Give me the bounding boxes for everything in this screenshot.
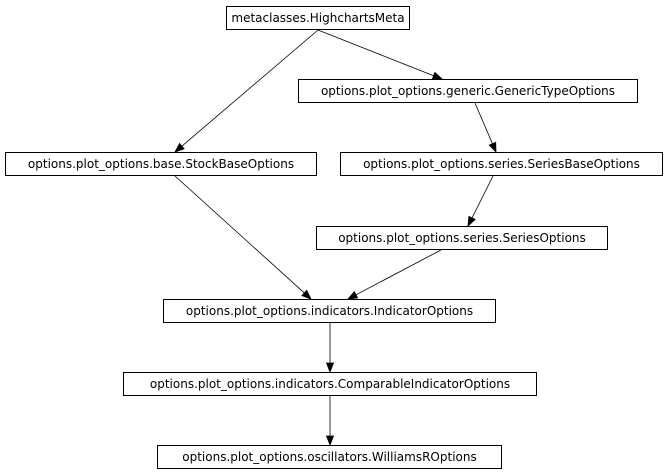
- arrowhead-williams-r-options: [325, 435, 335, 447]
- node-indicator-options: options.plot_options.indicators.Indicato…: [163, 299, 496, 323]
- node-highcharts-meta: metaclasses.HighchartsMeta: [226, 6, 410, 30]
- arrowhead-indicator-options: [347, 291, 359, 300]
- arrowhead-comparable-indicator-options: [325, 362, 335, 374]
- node-comparable-indicator-options: options.plot_options.indicators.Comparab…: [123, 372, 537, 396]
- node-series-base-options: options.plot_options.series.SeriesBaseOp…: [340, 152, 663, 176]
- edge-generic-type-options-to-series-base-options: [474, 102, 493, 144]
- node-generic-type-options: options.plot_options.generic.GenericType…: [298, 79, 638, 103]
- node-series-options: options.plot_options.series.SeriesOption…: [316, 226, 608, 250]
- edge-series-base-options-to-series-options: [471, 175, 494, 219]
- edge-highcharts-meta-to-generic-type-options: [317, 29, 434, 77]
- arrowhead-stock-base-options: [174, 142, 185, 153]
- edge-series-options-to-indicator-options: [355, 249, 442, 296]
- node-williams-r-options: options.plot_options.oscillators.William…: [157, 445, 502, 469]
- arrowhead-series-base-options: [488, 141, 497, 154]
- node-stock-base-options: options.plot_options.base.StockBaseOptio…: [5, 152, 317, 176]
- edge-stock-base-options-to-indicator-options: [174, 175, 305, 294]
- arrowhead-generic-type-options: [431, 71, 444, 80]
- arrowhead-indicator-options: [301, 289, 312, 300]
- arrowhead-series-options: [467, 215, 476, 227]
- edge-highcharts-meta-to-stock-base-options: [181, 29, 319, 147]
